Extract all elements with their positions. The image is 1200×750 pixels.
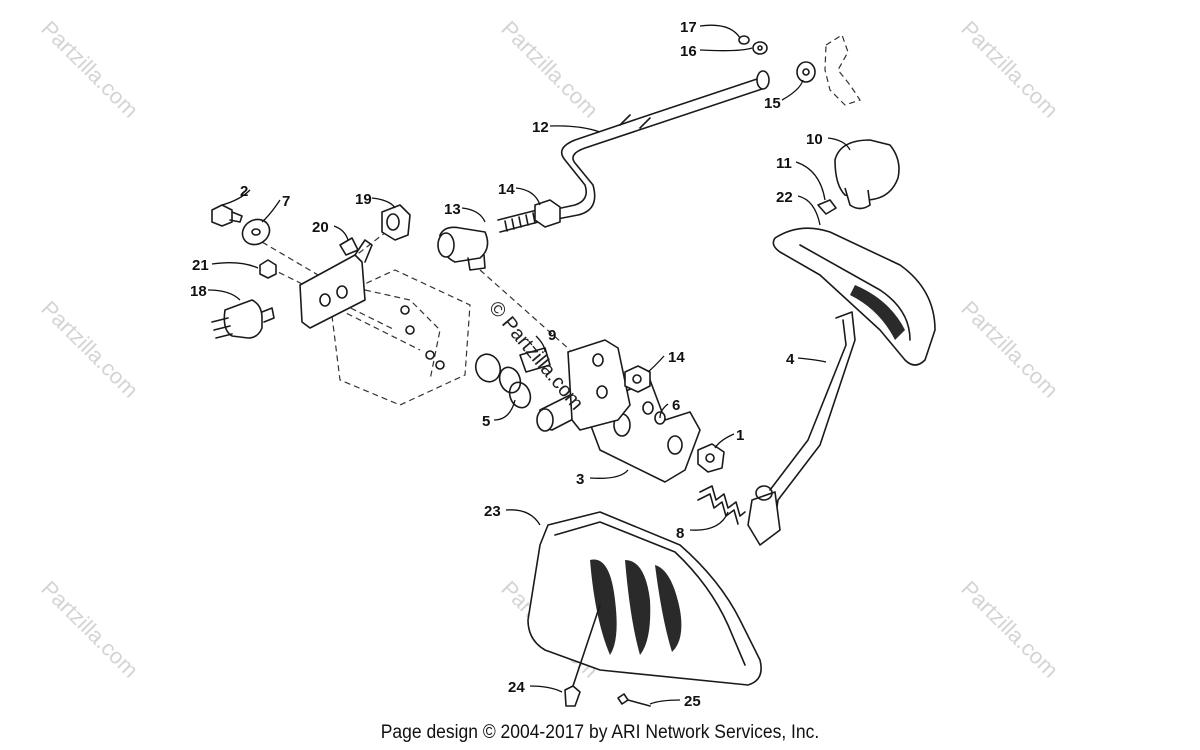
callout-23: 23 [484, 503, 501, 520]
jam-nut-lower [624, 365, 651, 393]
callout-14-lower: 14 [668, 349, 685, 366]
callout-1: 1 [736, 427, 744, 444]
watermark: Partzilla.com [956, 576, 1063, 683]
bolt-2 [211, 204, 243, 227]
watermark: Partzilla.com [496, 16, 603, 123]
watermark: Partzilla.com [36, 16, 143, 123]
footer-credit: Page design © 2004-2017 by ARI Network S… [380, 722, 820, 743]
watermark: Partzilla.com [956, 16, 1063, 123]
pedal-cover-23 [527, 511, 762, 686]
mounting-bracket [299, 237, 373, 329]
lever-plate-9 [519, 339, 631, 431]
nut-21 [259, 259, 277, 279]
callout-16: 16 [680, 43, 697, 60]
callout-10: 10 [806, 131, 823, 148]
callout-15: 15 [764, 95, 781, 112]
callout-4: 4 [786, 351, 795, 368]
cap-nut-1 [697, 443, 725, 473]
callout-21: 21 [192, 257, 209, 274]
callout-8: 8 [676, 525, 684, 542]
callout-19: 19 [355, 191, 372, 208]
jam-nut-upper [534, 199, 561, 228]
callout-20: 20 [312, 219, 329, 236]
pedal-arm-4 [747, 311, 856, 546]
flat-washer-7 [241, 218, 271, 246]
watermark: Partzilla.com [36, 296, 143, 403]
callout-24: 24 [508, 679, 525, 696]
link-hardware [738, 34, 861, 106]
callout-2: 2 [240, 183, 248, 200]
callout-14-upper: 14 [498, 181, 515, 198]
callout-17: 17 [680, 19, 697, 36]
callout-7: 7 [282, 193, 290, 210]
o-rings-5 [474, 353, 532, 409]
callout-18: 18 [190, 283, 207, 300]
alignment-lines [244, 224, 571, 351]
cover-screws [564, 604, 651, 707]
watermark: Partzilla.com [36, 576, 143, 683]
callout-labels: 17 16 15 12 10 11 22 14 13 19 20 2 7 21 … [190, 19, 823, 710]
callout-5: 5 [482, 413, 490, 430]
callout-9: 9 [548, 327, 556, 344]
clip-washer [381, 204, 411, 241]
frame-dashed [329, 269, 471, 406]
pedal-pad-22 [772, 227, 936, 366]
callout-22: 22 [776, 189, 793, 206]
rod-end [437, 207, 547, 271]
shift-rod [551, 70, 770, 221]
leader-lines [207, 24, 851, 705]
knob-10 [834, 139, 900, 210]
callout-25: 25 [684, 693, 701, 710]
spring-8 [697, 485, 746, 525]
callout-13: 13 [444, 201, 461, 218]
callout-3: 3 [576, 471, 584, 488]
watermark: Partzilla.com [956, 296, 1063, 403]
screw-11 [817, 199, 837, 215]
callout-12: 12 [532, 119, 549, 136]
callout-6: 6 [672, 397, 680, 414]
callout-11: 11 [776, 155, 792, 172]
switch-18 [211, 299, 275, 339]
